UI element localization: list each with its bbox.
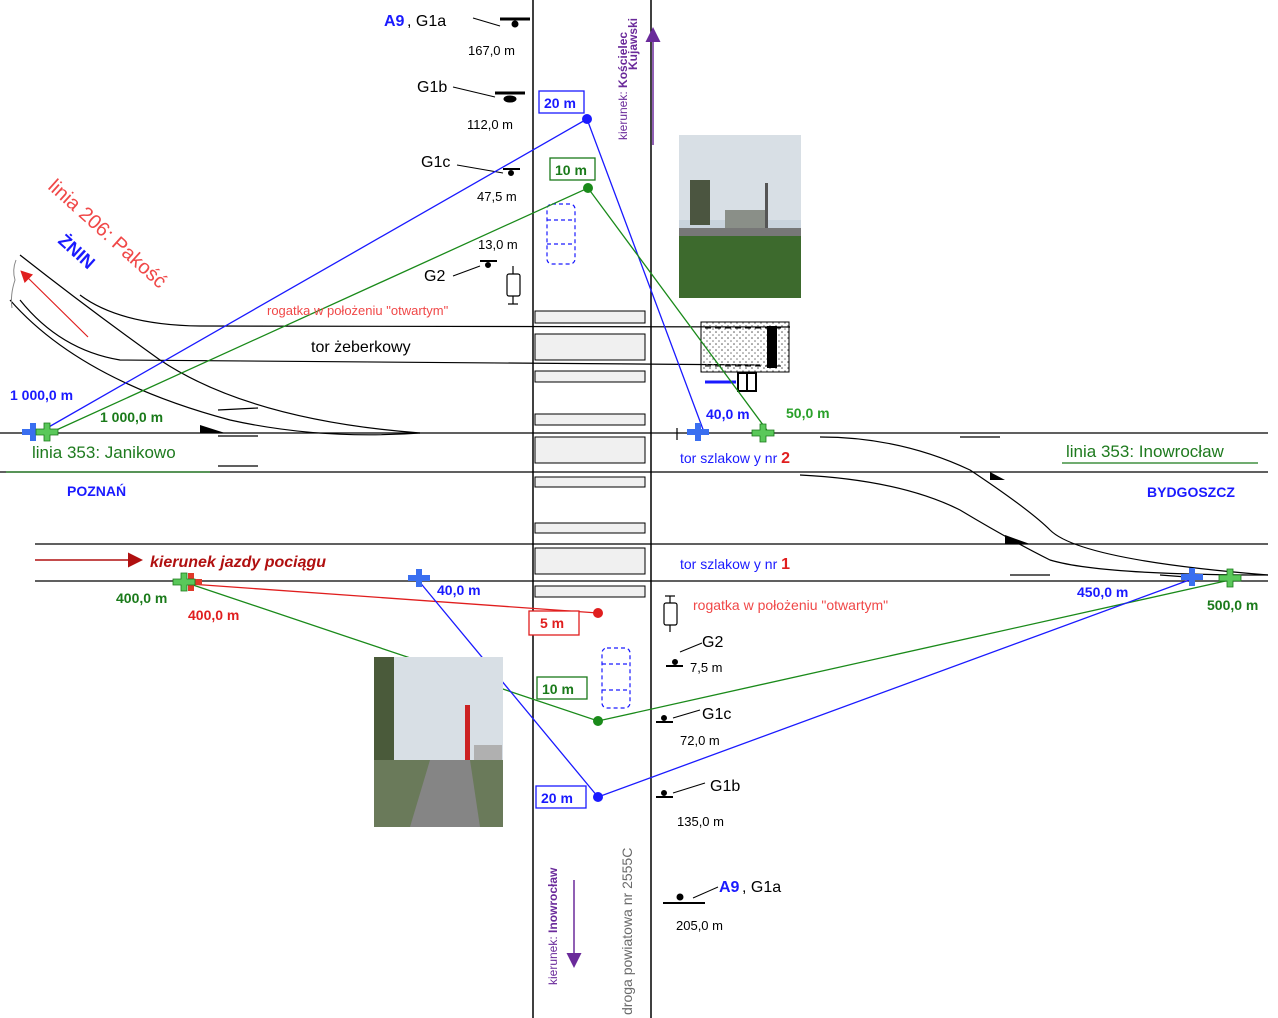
photo-bottom-left	[374, 657, 503, 827]
dist-47: 47,5 m	[477, 189, 517, 204]
dist-205: 205,0 m	[676, 918, 723, 933]
g1c-top: G1c	[421, 154, 450, 171]
crossing-panels	[534, 310, 646, 598]
south-dir-town: Inowrocław	[546, 867, 560, 933]
blue-450-label: 450,0 m	[1077, 584, 1128, 600]
switch-markers	[200, 425, 1030, 544]
car-outline-bottom	[601, 647, 631, 709]
photo-top-right	[679, 135, 801, 298]
bydgoszcz-label: BYDGOSZCZ	[1147, 484, 1235, 500]
rogatka-bottom-label: rogatka w położeniu "otwartym"	[693, 597, 888, 613]
znin-label: ŻNIN	[54, 230, 99, 273]
car-outline-top	[546, 203, 576, 265]
line206-label: linia 206: Pakość	[44, 175, 171, 293]
g1a-bottom: , G1a	[742, 879, 781, 896]
road-label: droga powiatowa nr 2555C	[619, 848, 635, 1015]
tor1-prefix: tor szlakow y nr	[680, 556, 781, 572]
tor2-label: tor szlakow y nr 2	[680, 450, 790, 467]
g1b-bottom: G1b	[710, 778, 740, 795]
line353-left-label: linia 353: Janikowo	[32, 443, 176, 462]
barrier-symbol-top	[506, 266, 521, 305]
g1a-top: , G1a	[407, 13, 446, 30]
blue-40-bottom-label: 40,0 m	[437, 582, 481, 598]
green-500-label: 500,0 m	[1207, 597, 1258, 613]
red-400-label: 400,0 m	[188, 607, 239, 623]
south-direction-label: kierunek: Inowrocław	[546, 867, 560, 985]
sight-points	[582, 114, 603, 802]
box-20-top: 20 m	[544, 95, 576, 111]
road	[532, 0, 652, 1018]
g1b-top: G1b	[417, 79, 447, 96]
g2-top: G2	[424, 268, 445, 285]
a9-top: A9	[384, 13, 405, 30]
box-20-bottom: 20 m	[541, 790, 573, 806]
a9-bottom: A9	[719, 879, 740, 896]
dist-72: 72,0 m	[680, 733, 720, 748]
pointer-lines	[452, 17, 719, 899]
box-5-label: 5 m	[540, 615, 564, 631]
north-dir-prefix: kierunek:	[616, 88, 630, 140]
line353-right-label: linia 353: Inowrocław	[1066, 442, 1225, 461]
north-direction-label: kierunek: Kościelec	[616, 32, 630, 140]
sign-symbols	[480, 17, 705, 904]
tor2-number: 2	[781, 450, 790, 467]
north-direction-town2: Kujawski	[626, 18, 640, 70]
distance-boxes	[528, 90, 596, 809]
dist-112: 112,0 m	[467, 117, 513, 132]
tor-zeberkowy-label: tor żeberkowy	[311, 339, 411, 356]
dist-13: 13,0 m	[478, 237, 518, 252]
south-dir-prefix: kierunek:	[546, 933, 560, 985]
tor1-number: 1	[781, 556, 790, 573]
box-10-top: 10 m	[555, 162, 587, 178]
observation-crosses	[22, 422, 1242, 592]
poznan-label: POZNAŃ	[67, 483, 126, 499]
line206-arrow	[20, 270, 89, 338]
green-50-label: 50,0 m	[786, 405, 830, 421]
dist-167: 167,0 m	[468, 43, 515, 58]
green-1000-label: 1 000,0 m	[100, 409, 163, 425]
g1c-bottom: G1c	[702, 706, 731, 723]
box-10-bottom: 10 m	[542, 681, 574, 697]
train-direction-label: kierunek jazdy pociągu	[150, 554, 326, 571]
g2-bottom: G2	[702, 634, 723, 651]
dist-135: 135,0 m	[677, 814, 724, 829]
green-400-label: 400,0 m	[116, 590, 167, 606]
dist-7: 7,5 m	[690, 660, 723, 675]
blue-1000-label: 1 000,0 m	[10, 387, 73, 403]
tor2-prefix: tor szlakow y nr	[680, 450, 781, 466]
siding-buffer	[700, 321, 790, 392]
line206-end-curve	[10, 259, 17, 309]
north-dir-town1: Kościelec	[616, 32, 630, 88]
rogatka-top-label: rogatka w położeniu "otwartym"	[267, 303, 449, 318]
tor1-label: tor szlakow y nr 1	[680, 556, 790, 573]
blue-40-top-label: 40,0 m	[706, 406, 750, 422]
barrier-symbol-bottom	[663, 595, 678, 632]
